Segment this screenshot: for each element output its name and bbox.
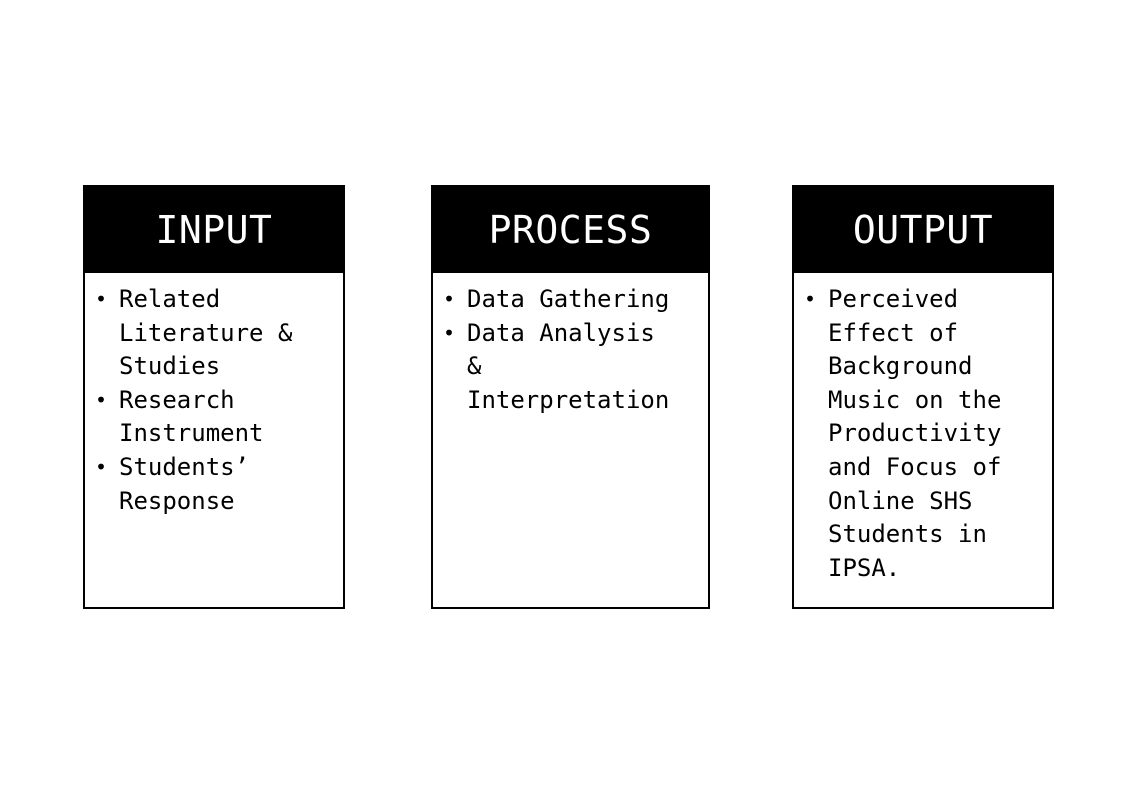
list-item-text: Data Analysis & Interpretation bbox=[467, 318, 670, 414]
input-header: INPUT bbox=[85, 187, 343, 273]
list-item: • Students’ Response bbox=[95, 451, 337, 518]
list-item-text: Data Gathering bbox=[467, 285, 670, 313]
output-list: • Perceived Effect of Background Music on… bbox=[794, 273, 1052, 585]
output-header: OUTPUT bbox=[794, 187, 1052, 273]
process-box: PROCESS • Data Gathering • Data Analysis &… bbox=[431, 185, 710, 609]
list-item-text: Research Instrument bbox=[119, 385, 264, 448]
list-item: • Related Literature & Studies bbox=[95, 283, 337, 384]
list-item-text: Related Literature & Studies bbox=[119, 285, 293, 381]
list-item: • Perceived Effect of Background Music on… bbox=[804, 283, 1046, 585]
input-list: • Related Literature & Studies • Research … bbox=[85, 273, 343, 518]
list-item-text: Students’ Response bbox=[119, 452, 250, 515]
list-item: • Data Gathering bbox=[443, 283, 702, 317]
bullet-icon: • bbox=[443, 287, 456, 311]
bullet-icon: • bbox=[804, 287, 817, 311]
list-item: • Research Instrument bbox=[95, 384, 337, 451]
input-box: INPUT • Related Literature & Studies • Res… bbox=[83, 185, 345, 609]
bullet-icon: • bbox=[443, 320, 456, 345]
process-list: • Data Gathering • Data Analysis & Interpr… bbox=[433, 273, 708, 417]
list-item-text: Perceived Effect of Background Music on … bbox=[828, 285, 1002, 582]
bullet-icon: • bbox=[95, 387, 108, 412]
bullet-icon: • bbox=[95, 287, 108, 311]
output-box: OUTPUT • Perceived Effect of Background M… bbox=[792, 185, 1054, 609]
list-item: • Data Analysis & Interpretation bbox=[443, 317, 702, 418]
process-header: PROCESS bbox=[433, 187, 708, 273]
bullet-icon: • bbox=[95, 454, 108, 479]
